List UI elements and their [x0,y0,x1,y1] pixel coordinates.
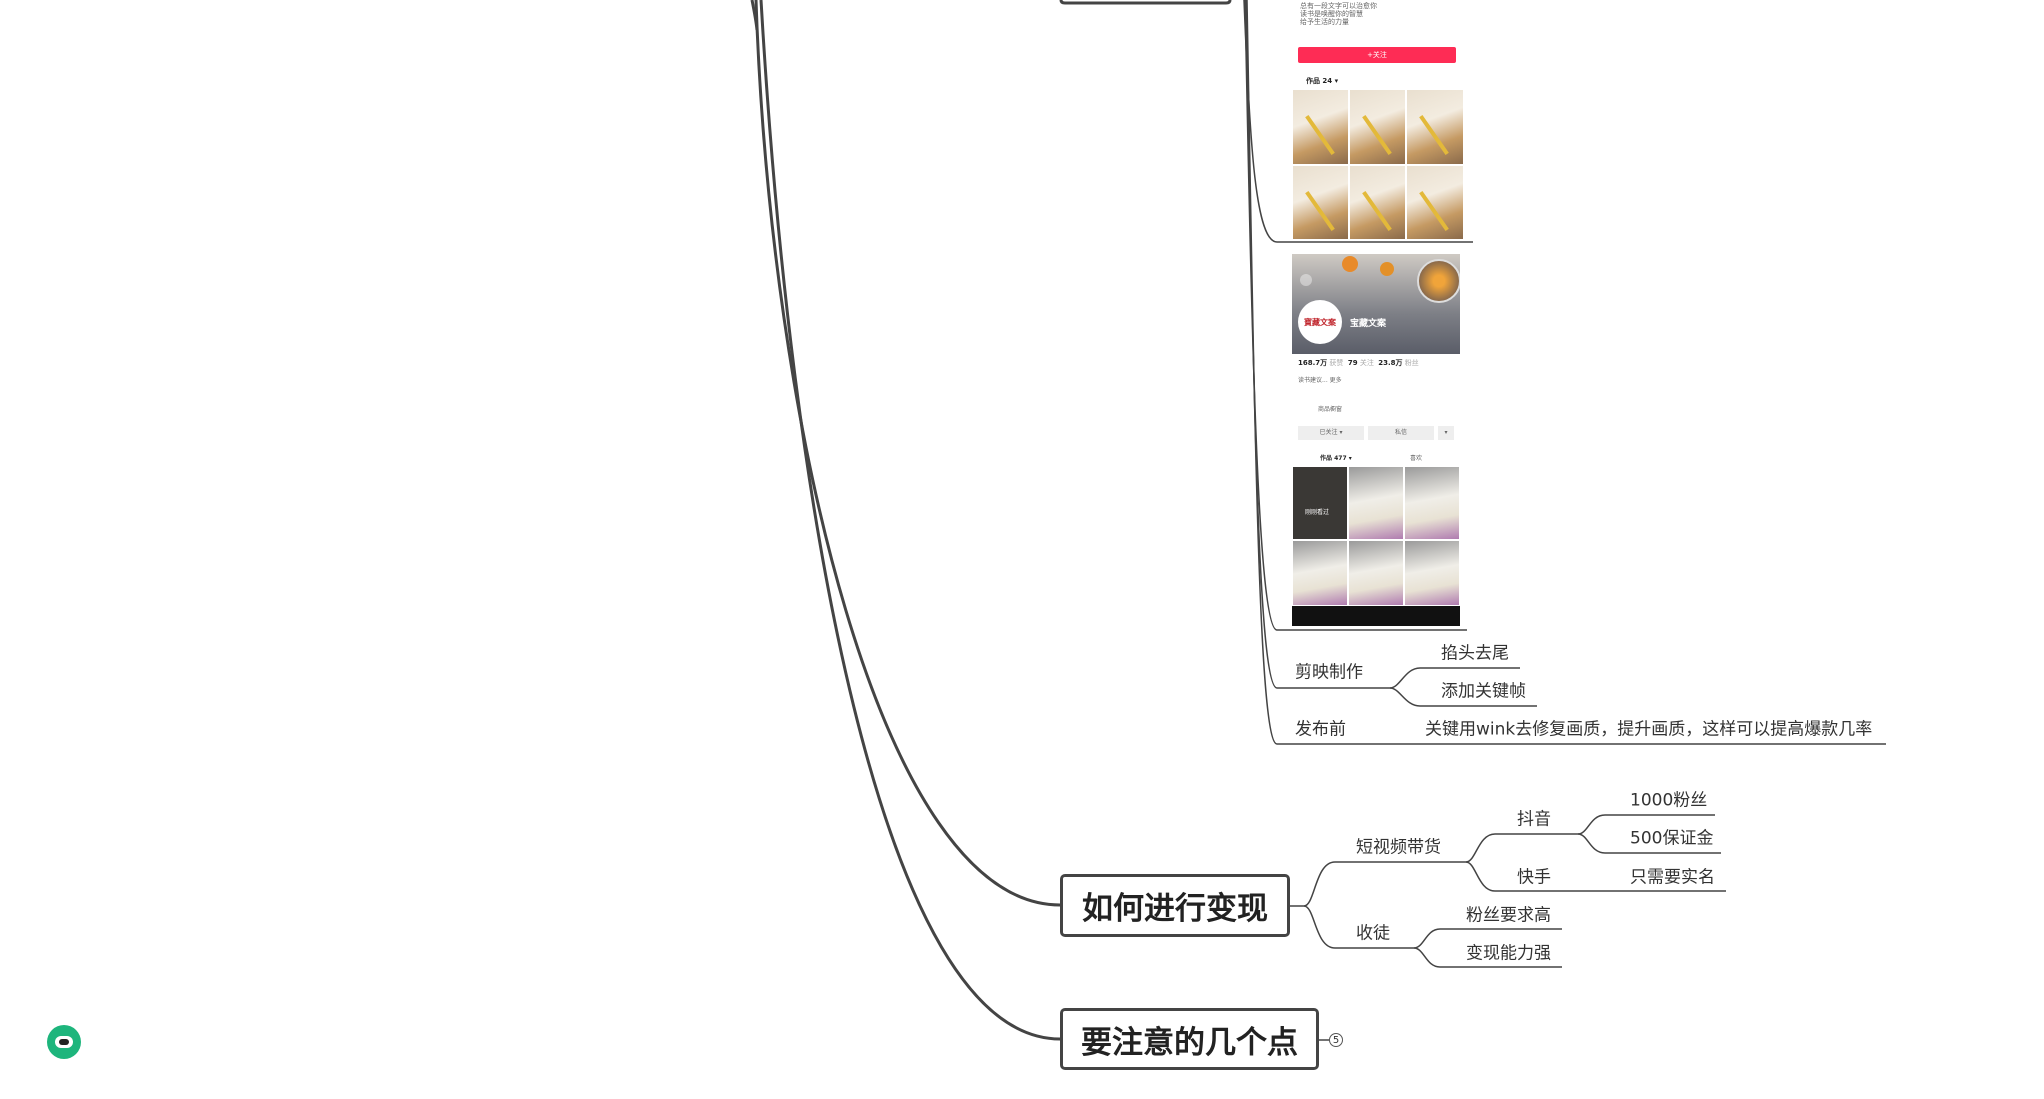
profile-name: 宝藏文案 [1350,319,1387,329]
node-jianying[interactable]: 剪映制作 [1295,662,1363,683]
shop-window: 商品橱窗 [1318,406,1343,413]
node-1000-fans[interactable]: 1000粉丝 [1630,790,1708,811]
node-deposit[interactable]: 500保证金 [1630,828,1714,849]
works-tab: 作品 477 ▾ [1320,455,1352,462]
nav-bar [1292,606,1460,626]
collapsed-count-badge[interactable]: 5 [1329,1033,1343,1047]
robot-icon[interactable] [47,1025,81,1059]
stats: 168.7万 获赞 79 关注 23.8万 粉丝 [1298,359,1419,367]
node-strong-monetize[interactable]: 变现能力强 [1466,943,1551,964]
works-tab: 作品 24 ▾ [1306,77,1339,85]
connector-screenshot2 [1244,0,1467,631]
connector-apprentice [1303,905,1414,949]
connector-1000-fans [1577,814,1715,835]
connector-short-video [1290,861,1466,907]
profile-screenshot-2: 寶藏文案 宝藏文案 168.7万 获赞 79 关注 23.8万 粉丝 读书建议.… [1292,254,1460,626]
node-kuaishou[interactable]: 快手 [1517,867,1551,888]
connector-before-publish [1246,0,1886,745]
node-douyin[interactable]: 抖音 [1517,809,1551,830]
profile-header: 寶藏文案 宝藏文案 [1292,254,1460,354]
node-fans-high[interactable]: 粉丝要求高 [1466,905,1551,926]
node-real-name[interactable]: 只需要实名 [1630,867,1715,888]
connector-root-to-monetize [754,0,1061,907]
connector-strong [1413,947,1562,968]
follow-button: +关注 [1298,47,1456,63]
node-wink-tip[interactable]: 关键用wink去修复画质，提升画质，这样可以提高爆款几率 [1425,719,1873,740]
likes-tab: 喜欢 [1410,455,1423,462]
avatar: 寶藏文案 [1298,300,1342,344]
node-apprentice[interactable]: 收徒 [1356,923,1390,944]
connector-trim [1389,667,1520,689]
recently-viewed-label: 刚刚看过 [1305,509,1330,516]
connector-fans-high [1413,928,1562,949]
bio: 读书建议... 更多 [1298,377,1342,384]
connector-root-extra [750,0,759,31]
connector-keyframe [1389,687,1537,707]
bio-line: 总有一段文字可以治愈你 [1300,2,1377,10]
bio-line: 给予生活的力量 [1300,18,1349,26]
bio-line: 读书是唤醒你的智慧 [1300,10,1363,18]
top-node-edge [1059,0,1232,5]
node-notes[interactable]: 要注意的几个点 [1060,1008,1319,1070]
node-short-video[interactable]: 短视频带货 [1356,837,1441,858]
node-monetize[interactable]: 如何进行变现 [1060,874,1290,937]
profile-screenshot-1: 总有一段文字可以治愈你 读书是唤醒你的智慧 给予生活的力量 +关注 作品 24 … [1292,0,1464,240]
connector-root-to-notes [759,0,1061,1041]
node-keyframe[interactable]: 添加关键帧 [1441,681,1526,702]
followed-button: 已关注 ▾ [1298,426,1364,440]
connector-kuaishou [1465,861,1726,892]
connector-douyin [1465,833,1578,863]
node-trim[interactable]: 掐头去尾 [1441,643,1509,664]
back-icon [1300,274,1312,286]
more-button: ▾ [1438,426,1454,440]
message-button: 私信 [1368,426,1434,440]
node-before-publish[interactable]: 发布前 [1295,719,1346,740]
connector-deposit [1577,833,1721,854]
